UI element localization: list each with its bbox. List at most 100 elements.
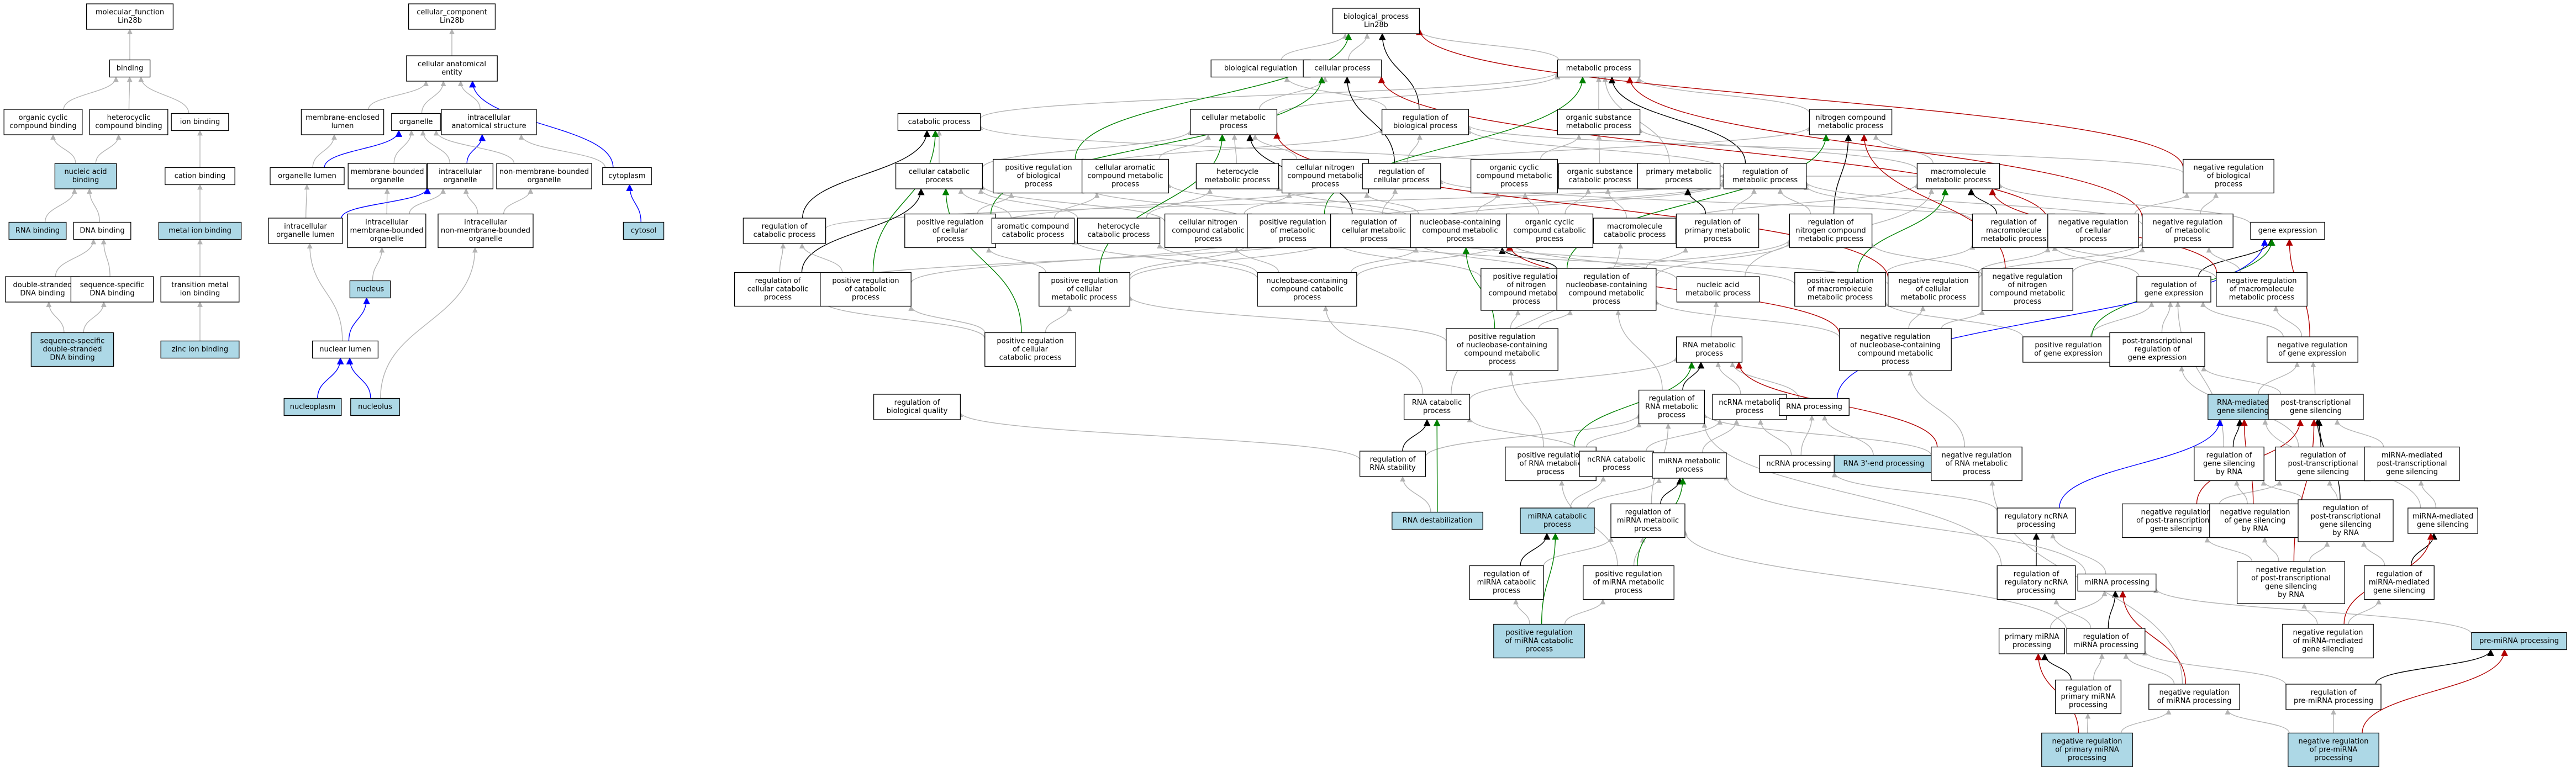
go-term-cation-binding[interactable]: cation binding: [165, 167, 235, 186]
go-term-ncrna-proc[interactable]: ncRNA processing: [1759, 454, 1839, 473]
go-term-cell-proc[interactable]: cellular process: [1303, 59, 1382, 78]
go-term-binding[interactable]: binding: [109, 59, 151, 78]
go-term-ion-binding[interactable]: ion binding: [171, 113, 229, 131]
go-term-mirna-proc[interactable]: miRNA processing: [2077, 573, 2157, 592]
go-term-org-lumen[interactable]: organelle lumen: [270, 167, 345, 186]
go-term-rna-proc[interactable]: RNA processing: [1779, 398, 1850, 416]
go-term-metal-ion-binding[interactable]: metal ion binding: [158, 221, 242, 240]
go-term-cytosol[interactable]: cytosol: [623, 221, 665, 240]
go-term-pre-mirna-proc[interactable]: pre-miRNA processing: [2471, 632, 2567, 650]
go-term-bio-reg[interactable]: biological regulation: [1210, 59, 1311, 78]
go-term-nuclear-lumen[interactable]: nuclear lumen: [312, 340, 379, 359]
go-term-rna-binding[interactable]: RNA binding: [8, 221, 67, 240]
go-term-inmbo[interactable]: intracellularnon-membrane-boundedorganel…: [438, 213, 534, 248]
go-term-gene-expr[interactable]: gene expression: [2250, 221, 2325, 240]
go-term-dna-binding[interactable]: DNA binding: [73, 221, 131, 240]
go-term-zinc-ion-binding[interactable]: zinc ion binding: [160, 340, 240, 359]
go-term-nucleolus[interactable]: nucleolus: [350, 398, 400, 416]
go-term-organelle[interactable]: organelle: [391, 113, 441, 131]
go-term-nucleoplasm[interactable]: nucleoplasm: [283, 398, 342, 416]
go-term-cytoplasm[interactable]: cytoplasm: [602, 167, 652, 186]
